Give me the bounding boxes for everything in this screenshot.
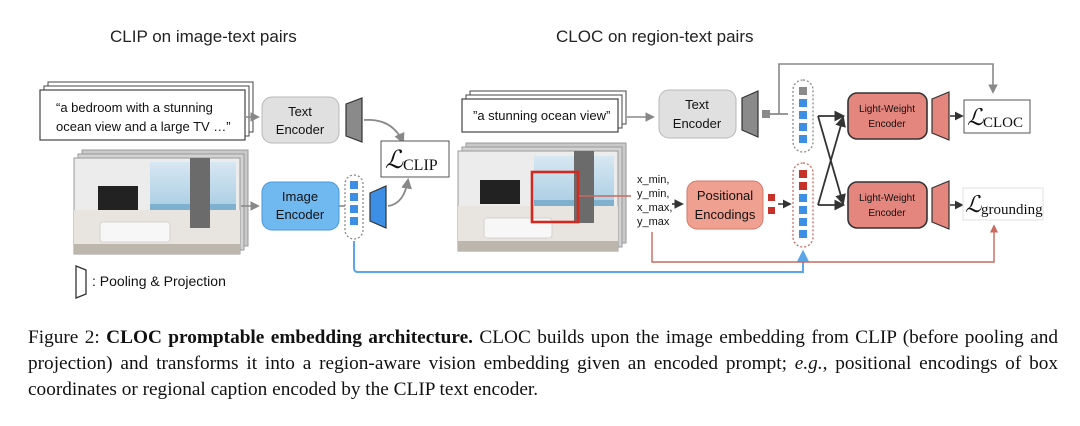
clip-image-tokens [344,174,364,240]
svg-text:Text: Text [685,97,709,112]
svg-text:Positional: Positional [697,188,753,203]
svg-text:x_max,: x_max, [637,202,672,214]
pooling-projection-icon [741,90,759,138]
clip-caption-line2: ocean view and a large TV …” [56,119,231,134]
svg-text:Light-Weight: Light-Weight [859,104,915,115]
pooling-projection-icon [369,185,387,229]
svg-text:grounding: grounding [981,202,1043,218]
clip-caption-line1: “a bedroom with a stunning [56,100,213,115]
svg-text:CLIP: CLIP [403,157,438,174]
svg-text:Encodings: Encodings [695,207,756,222]
svg-text:: Pooling & Projection: : Pooling & Projection [92,273,226,289]
region-box [530,170,580,224]
pooling-projection-icon [931,91,950,141]
cloc-caption: ”a stunning ocean view” [473,108,610,123]
positional-encodings: Positional Encodings [686,180,764,230]
heading-clip: CLIP on image-text pairs [110,27,297,46]
svg-text:Encoder: Encoder [276,207,325,222]
cloc-caption-stack: ”a stunning ocean view” [461,90,627,133]
figure-label: Figure 2: [28,327,100,348]
image-encoder: Image Encoder [261,181,340,231]
cloc-text-encoder: Text Encoder [658,89,737,139]
text-token-square [762,110,770,118]
cloc-upper-tokens [792,79,814,153]
svg-text:Light-Weight: Light-Weight [859,193,915,204]
svg-text:Image: Image [282,189,318,204]
light-weight-encoder-bottom: Light-Weight Encoder [847,181,928,229]
cloc-lower-tokens [792,162,814,248]
svg-text:Encoder: Encoder [868,119,906,130]
heading-cloc: CLOC on region-text pairs [556,27,753,46]
pooling-projection-icon [345,97,363,143]
light-weight-encoder-top: Light-Weight Encoder [847,92,928,140]
svg-text:x_min,: x_min, [637,174,669,186]
loss-grounding: ℒ grounding [962,187,1044,221]
svg-text:Encoder: Encoder [868,208,906,219]
clip-text-encoder: Text Encoder [261,96,340,144]
svg-text:Encoder: Encoder [276,122,325,137]
legend: : Pooling & Projection [75,265,226,299]
pooling-projection-icon [75,265,87,299]
cloc-image [457,142,627,252]
clip-image [73,149,249,255]
svg-text:y_max: y_max [637,216,670,228]
svg-text:Encoder: Encoder [673,116,722,131]
pooling-projection-icon [931,180,950,230]
figure-title: CLOC promptable embedding architecture. [106,327,473,348]
svg-text:ℒ: ℒ [967,105,984,130]
svg-text:ℒ: ℒ [385,147,404,174]
svg-text:ℒ: ℒ [965,192,982,217]
loss-clip: ℒ CLIP [380,140,450,178]
architecture-diagram: CLIP on image-text pairs CLOC on region-… [39,27,1044,299]
image-embedding-connector [353,241,809,273]
svg-text:CLOC: CLOC [983,115,1023,131]
box-coordinates: x_min, y_min, x_max, y_max [637,174,672,228]
clip-caption-stack: “a bedroom with a stunning ocean view an… [39,81,254,141]
svg-text:Text: Text [288,104,312,119]
figure-caption: Figure 2: CLOC promptable embedding arch… [28,327,1058,400]
svg-text:y_min,: y_min, [637,188,669,200]
region-connector [651,224,999,263]
loss-cloc: ℒ CLOC [963,99,1031,134]
